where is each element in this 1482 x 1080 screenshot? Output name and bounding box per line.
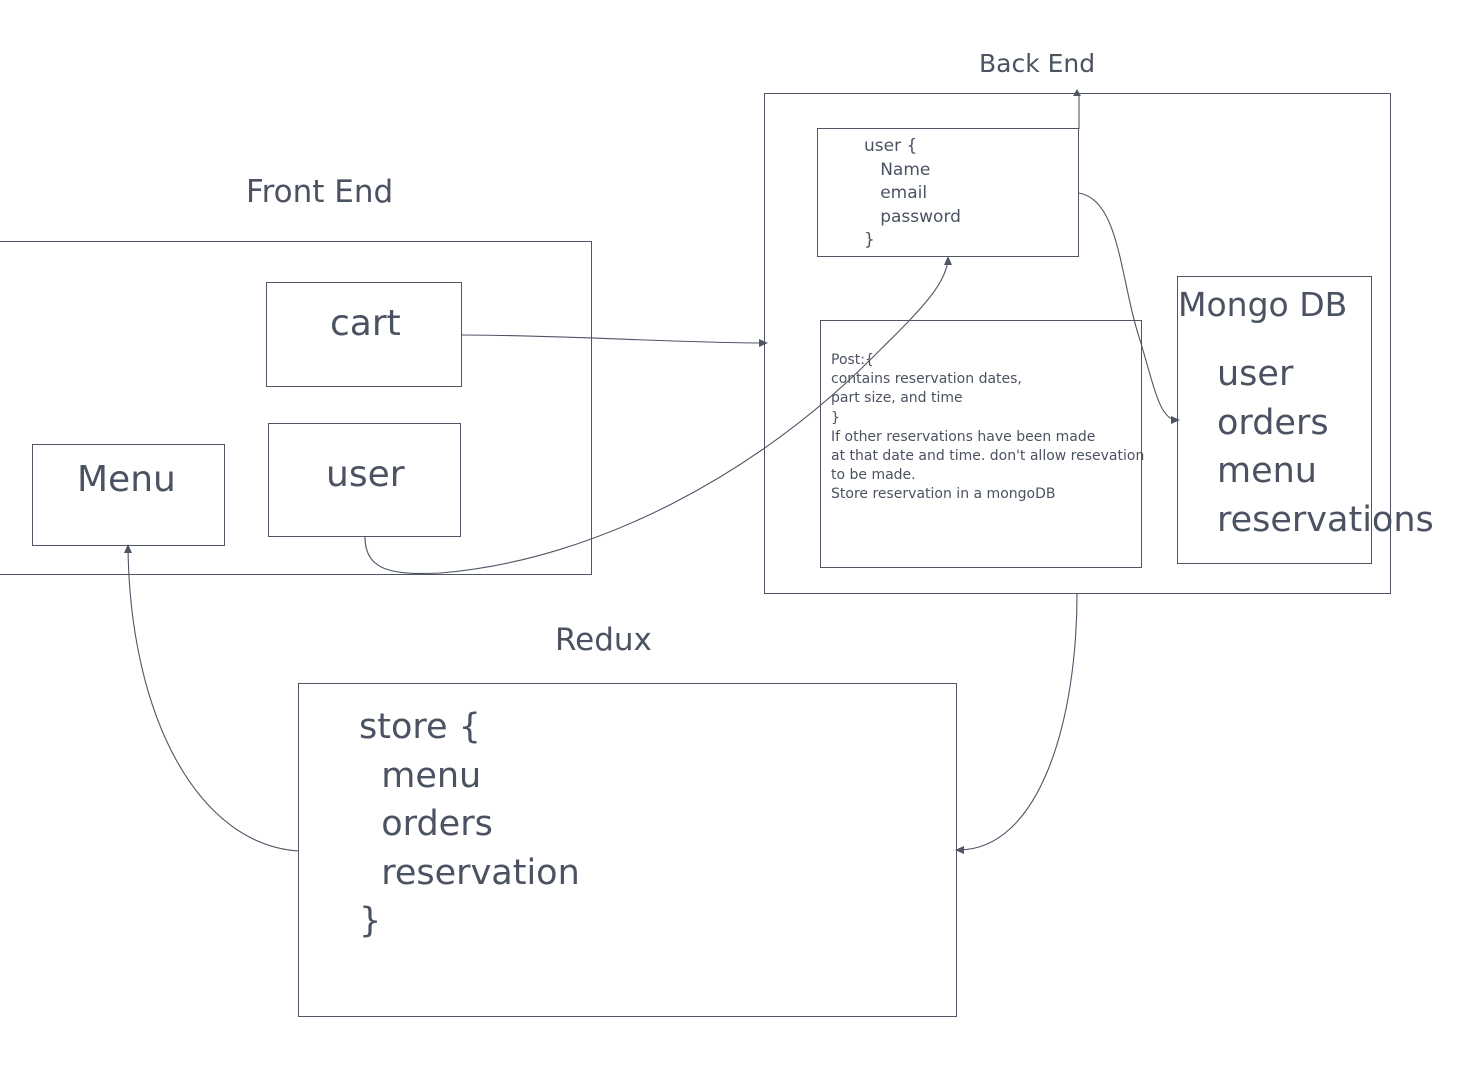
front-end-title: Front End [246, 174, 394, 210]
user-schema-box [817, 128, 1079, 257]
menu-label: Menu [77, 459, 176, 500]
front-end-container [0, 241, 592, 575]
redux-store-text: store { menu orders reservation } [359, 707, 580, 941]
cart-label: cart [330, 303, 401, 344]
post-reservation-text: Post:{ contains reservation dates, part … [831, 352, 1145, 503]
back-end-container [764, 93, 1391, 594]
mongo-db-box [1177, 276, 1372, 564]
user-box [268, 423, 461, 537]
cart-box [266, 282, 462, 387]
connector-backend-to-redux [957, 593, 1078, 851]
menu-box [32, 444, 225, 546]
back-end-title: Back End [979, 49, 1096, 78]
post-reservation-box [820, 320, 1142, 568]
redux-store-box [298, 683, 957, 1017]
redux-title: Redux [555, 622, 652, 658]
user-schema-text: user { Name email password } [864, 136, 961, 250]
mongo-db-title: Mongo DB [1178, 285, 1348, 324]
mongo-db-collections: user orders menu reservations [1217, 354, 1434, 540]
user-label: user [326, 454, 405, 495]
connector-redux-to-menu [127, 546, 300, 852]
